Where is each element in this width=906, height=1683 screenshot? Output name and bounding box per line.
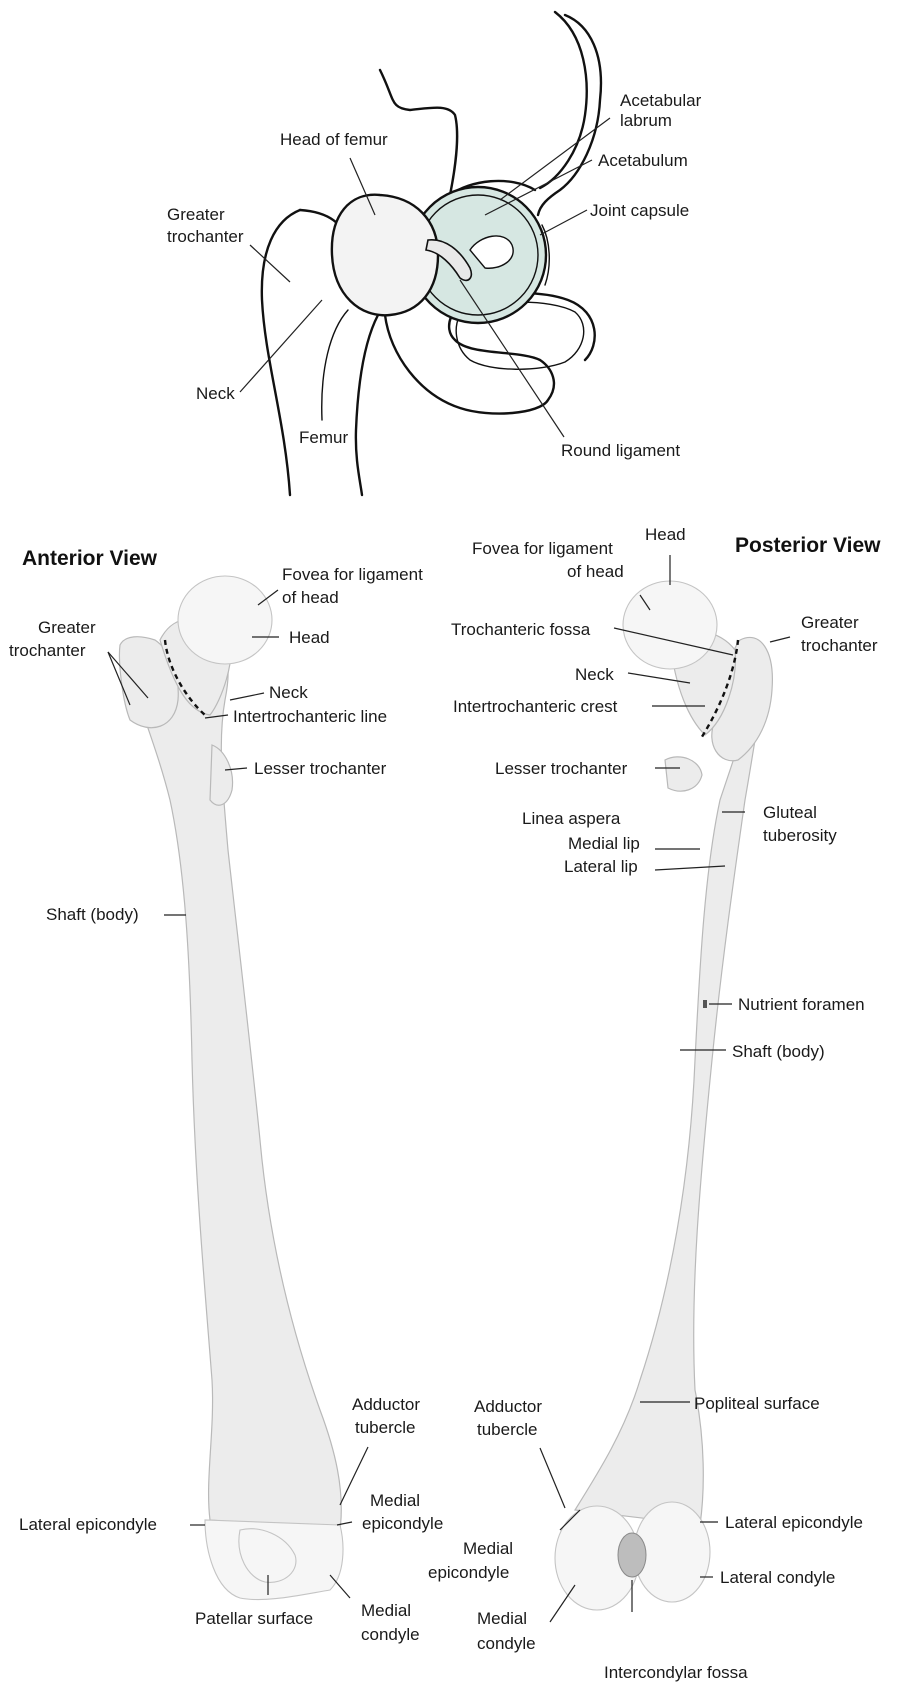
posterior-label-adductor-tubercle-2: tubercle bbox=[477, 1420, 537, 1439]
anterior-label-medial-epicondyle-2: epicondyle bbox=[362, 1514, 443, 1533]
posterior-head bbox=[623, 581, 717, 669]
label-acetabulum: Acetabulum bbox=[598, 151, 688, 170]
label-joint-capsule: Joint capsule bbox=[590, 201, 689, 220]
posterior-intercondylar-fossa bbox=[618, 1533, 646, 1577]
posterior-label-lateral-lip: Lateral lip bbox=[564, 857, 638, 876]
posterior-label-medial-epicondyle-1: Medial bbox=[463, 1539, 513, 1558]
label-head-of-femur: Head of femur bbox=[280, 130, 388, 149]
posterior-view-title: Posterior View bbox=[735, 534, 881, 557]
posterior-nutrient-foramen-mark bbox=[703, 1000, 707, 1008]
posterior-lesser-trochanter bbox=[665, 757, 702, 791]
posterior-label-lesser-trochanter: Lesser trochanter bbox=[495, 759, 628, 778]
anterior-label-shaft: Shaft (body) bbox=[46, 905, 139, 924]
anterior-label-medial-epicondyle-1: Medial bbox=[370, 1491, 420, 1510]
posterior-label-greater-trochanter-1: Greater bbox=[801, 613, 859, 632]
femur-outline-medial bbox=[356, 315, 378, 495]
posterior-label-greater-trochanter-2: trochanter bbox=[801, 636, 878, 655]
posterior-label-gluteal-tuberosity-2: tuberosity bbox=[763, 826, 837, 845]
anterior-label-fovea-2: of head bbox=[282, 588, 339, 607]
label-acetabular-labrum-2: labrum bbox=[620, 111, 672, 130]
anterior-label-greater-trochanter-2: trochanter bbox=[9, 641, 86, 660]
hip-joint-illustration bbox=[262, 12, 601, 495]
posterior-femur-drawing bbox=[555, 581, 772, 1610]
anterior-label-neck: Neck bbox=[269, 683, 308, 702]
anterior-head bbox=[178, 576, 272, 664]
anterior-label-fovea-1: Fovea for ligament bbox=[282, 565, 423, 584]
posterior-label-medial-epicondyle-2: epicondyle bbox=[428, 1563, 509, 1582]
posterior-label-linea-aspera: Linea aspera bbox=[522, 809, 621, 828]
anterior-label-lateral-epicondyle: Lateral epicondyle bbox=[19, 1515, 157, 1534]
anterior-label-medial-condyle-2: condyle bbox=[361, 1625, 420, 1644]
neck-line bbox=[322, 310, 348, 420]
anterior-label-head: Head bbox=[289, 628, 330, 647]
posterior-label-shaft: Shaft (body) bbox=[732, 1042, 825, 1061]
label-neck: Neck bbox=[196, 384, 235, 403]
posterior-label-medial-condyle-2: condyle bbox=[477, 1634, 536, 1653]
posterior-label-popliteal-surface: Popliteal surface bbox=[694, 1394, 820, 1413]
pelvis-inner-outline bbox=[540, 12, 587, 188]
posterior-label-lateral-condyle: Lateral condyle bbox=[720, 1568, 835, 1587]
femur-outline-lateral bbox=[262, 210, 300, 495]
head-of-femur bbox=[332, 195, 438, 316]
anterior-label-patellar-surface: Patellar surface bbox=[195, 1609, 313, 1628]
posterior-label-medial-condyle-1: Medial bbox=[477, 1609, 527, 1628]
posterior-label-fovea-1: Fovea for ligament bbox=[472, 539, 613, 558]
pelvis-outline bbox=[380, 15, 601, 215]
label-acetabular-labrum-1: Acetabular bbox=[620, 91, 702, 110]
label-femur: Femur bbox=[299, 428, 348, 447]
anterior-label-adductor-tubercle-1: Adductor bbox=[352, 1395, 420, 1414]
posterior-label-fovea-2: of head bbox=[567, 562, 624, 581]
posterior-label-trochanteric-fossa: Trochanteric fossa bbox=[451, 620, 591, 639]
posterior-label-gluteal-tuberosity-1: Gluteal bbox=[763, 803, 817, 822]
label-greater-trochanter-1: Greater bbox=[167, 205, 225, 224]
anterior-label-medial-condyle-1: Medial bbox=[361, 1601, 411, 1620]
anterior-label-greater-trochanter-1: Greater bbox=[38, 618, 96, 637]
posterior-label-nutrient-foramen: Nutrient foramen bbox=[738, 995, 865, 1014]
posterior-label-intertrochanteric-crest: Intertrochanteric crest bbox=[453, 697, 618, 716]
anterior-label-adductor-tubercle-2: tubercle bbox=[355, 1418, 415, 1437]
anterior-view-title: Anterior View bbox=[22, 547, 158, 570]
label-greater-trochanter-2: trochanter bbox=[167, 227, 244, 246]
posterior-label-head: Head bbox=[645, 525, 686, 544]
anterior-lesser-trochanter bbox=[210, 745, 233, 805]
posterior-label-neck: Neck bbox=[575, 665, 614, 684]
posterior-label-medial-lip: Medial lip bbox=[568, 834, 640, 853]
posterior-label-adductor-tubercle-1: Adductor bbox=[474, 1397, 542, 1416]
posterior-label-intercondylar-fossa: Intercondylar fossa bbox=[604, 1663, 748, 1682]
posterior-label-lateral-epicondyle: Lateral epicondyle bbox=[725, 1513, 863, 1532]
anterior-femur-drawing bbox=[119, 576, 343, 1600]
anterior-label-intertrochanteric-line: Intertrochanteric line bbox=[233, 707, 387, 726]
anterior-label-lesser-trochanter: Lesser trochanter bbox=[254, 759, 387, 778]
label-round-ligament: Round ligament bbox=[561, 441, 680, 460]
